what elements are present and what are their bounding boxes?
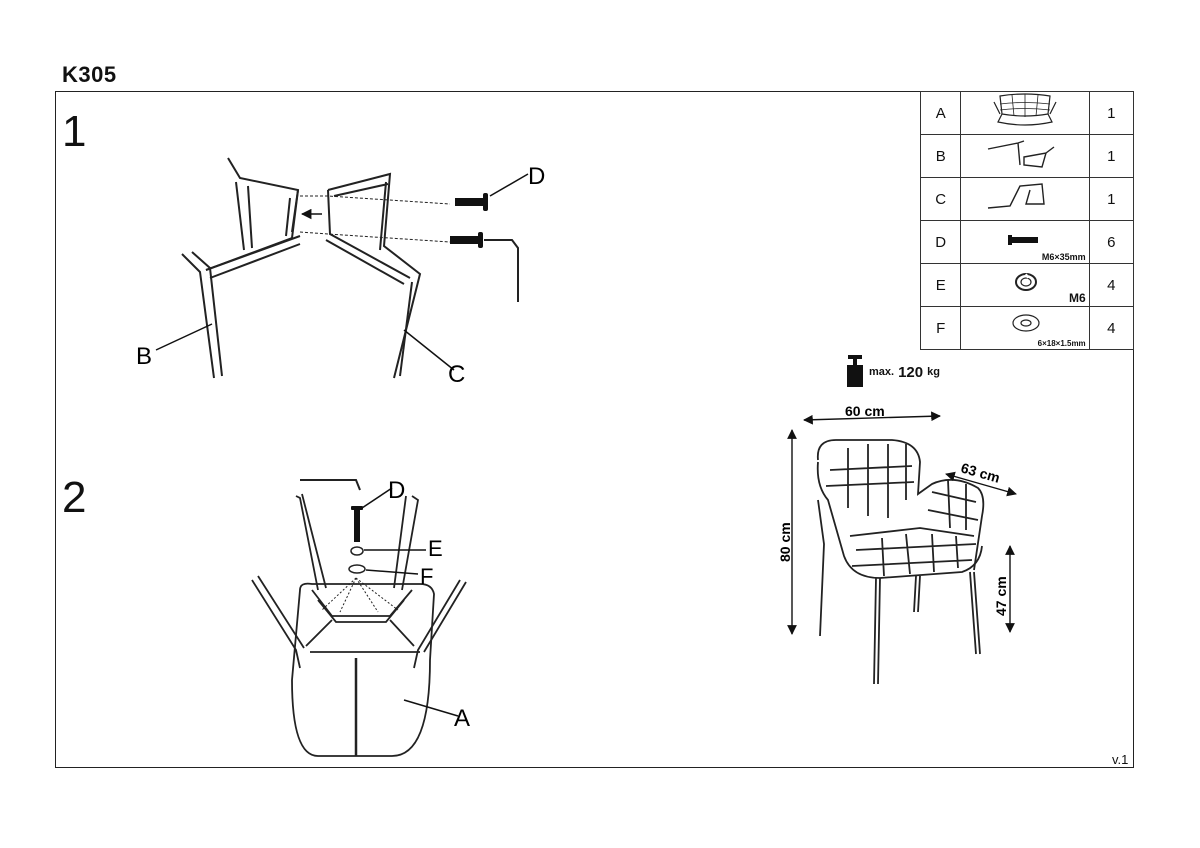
part-row-e: E M6 4: [919, 263, 1135, 307]
instruction-frame: [55, 91, 1134, 768]
max-load-prefix: max.: [869, 366, 895, 378]
model-title: K305: [62, 62, 117, 87]
flat-washer-icon: [1012, 314, 1040, 332]
part-label: C: [919, 177, 962, 221]
part-qty: 4: [1088, 306, 1135, 350]
guide-lines: [299, 195, 451, 243]
version-label: v.1: [1112, 752, 1129, 767]
callout-d-step2: D: [388, 477, 405, 504]
callout-c: C: [448, 361, 465, 388]
allen-key-step2: [300, 479, 361, 491]
part-row-f: F 6×18×1.5mm 4: [919, 306, 1135, 350]
part-spec: 6×18×1.5mm: [1037, 339, 1086, 348]
weight-icon: [847, 355, 863, 387]
max-load: max. 120 kg: [845, 355, 940, 389]
bolt-icon: [1008, 235, 1039, 245]
leg-frame-b: [181, 157, 301, 379]
part-label: B: [919, 134, 962, 178]
max-load-unit: kg: [927, 366, 940, 378]
step-number-2: 2: [62, 473, 87, 522]
callout-e: E: [428, 536, 443, 561]
part-qty: 6: [1088, 220, 1135, 264]
spring-washer-icon: [1015, 273, 1038, 291]
washer-f-drawing: [348, 564, 366, 574]
leg-frame-c-icon: [987, 183, 1045, 209]
part-label: D: [919, 220, 962, 264]
step-number-1: 1: [62, 107, 87, 156]
allen-key: [484, 239, 519, 302]
seat-height-label: 47 cm: [993, 576, 1009, 616]
part-qty: 1: [1088, 134, 1135, 178]
part-row-c: C 1: [919, 177, 1135, 221]
callout-a: A: [454, 705, 470, 732]
max-load-value: 120: [898, 363, 924, 381]
part-qty: 1: [1088, 177, 1135, 221]
part-spec: M6×35mm: [1041, 252, 1086, 262]
leg-frame-c: [325, 172, 422, 379]
chair-dimension-drawing: [816, 439, 985, 685]
callout-b: B: [136, 343, 152, 370]
height-label: 80 cm: [777, 522, 793, 562]
leg-frame-b-icon: [987, 140, 1055, 168]
bolt-d-step2: [351, 506, 363, 542]
part-row-d: D M6×35mm 6: [919, 220, 1135, 264]
part-picture: M6×35mm: [960, 220, 1090, 264]
part-picture: [960, 134, 1090, 178]
part-qty: 1: [1088, 91, 1135, 135]
part-picture: 6×18×1.5mm: [960, 306, 1090, 350]
depth-arrow: [945, 471, 1017, 497]
callout-f: F: [420, 564, 433, 589]
washer-e-drawing: [350, 546, 364, 556]
callout-d-step1: D: [528, 163, 545, 190]
part-label: E: [919, 263, 962, 307]
width-label: 60 cm: [845, 403, 885, 419]
seat-icon: [993, 93, 1057, 126]
parts-table: A 1 B 1 C 1 D: [919, 91, 1135, 350]
chair-upside-down: [251, 493, 467, 757]
part-row-b: B 1: [919, 134, 1135, 178]
part-picture: M6: [960, 263, 1090, 307]
width-arrow: [803, 411, 941, 425]
bolt-d-step1: [450, 193, 488, 248]
part-spec: M6: [1069, 291, 1086, 305]
part-label: F: [919, 306, 962, 350]
